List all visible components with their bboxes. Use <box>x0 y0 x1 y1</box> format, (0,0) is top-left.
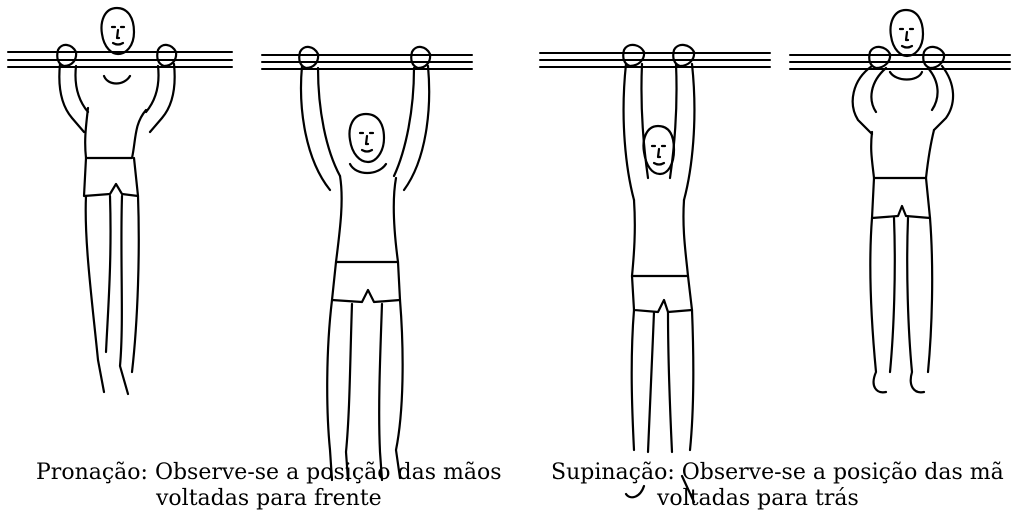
supination-hang-figure <box>540 45 770 502</box>
supination-caption-line1: Supinação: Observe-se a posição das mã <box>551 460 1012 486</box>
pronation-top-figure <box>8 8 232 394</box>
face <box>900 29 913 48</box>
pronation-caption-line1: Pronação: Observe-se a posição das mãos <box>36 460 546 486</box>
pullup-bar-2 <box>262 55 472 69</box>
pronation-caption: Pronação: Observe-se a posição das mãos … <box>36 460 546 512</box>
hands <box>57 45 176 66</box>
hands <box>869 47 944 68</box>
supination-caption-line2: voltadas para trás <box>551 486 1012 512</box>
right-arm <box>928 66 953 130</box>
face <box>360 133 373 152</box>
shorts <box>332 262 400 302</box>
face <box>652 146 665 165</box>
shorts <box>632 276 692 312</box>
torso <box>336 164 398 262</box>
torso <box>871 72 934 178</box>
hands <box>299 47 430 68</box>
left-arm <box>624 64 648 200</box>
hands <box>623 45 694 66</box>
pronation-hang-figure <box>262 47 472 480</box>
pronation-caption-line2: voltadas para frente <box>36 486 546 512</box>
right-arm <box>670 64 694 200</box>
supination-caption: Supinação: Observe-se a posição das mã v… <box>551 460 1012 512</box>
left-arm <box>853 66 886 134</box>
pullup-bar-3 <box>540 53 770 67</box>
torso <box>85 76 146 158</box>
left-arm <box>59 64 88 132</box>
shorts <box>84 158 138 196</box>
right-arm <box>146 64 175 132</box>
legs <box>632 310 694 452</box>
left-arm <box>301 66 340 190</box>
supination-top-figure <box>790 10 1010 392</box>
face <box>112 27 124 45</box>
legs <box>870 218 932 392</box>
pullup-bar-4 <box>790 55 1010 69</box>
right-arm <box>394 66 429 190</box>
legs <box>327 300 402 480</box>
torso <box>632 200 688 276</box>
shorts <box>872 178 930 218</box>
legs <box>86 196 139 394</box>
